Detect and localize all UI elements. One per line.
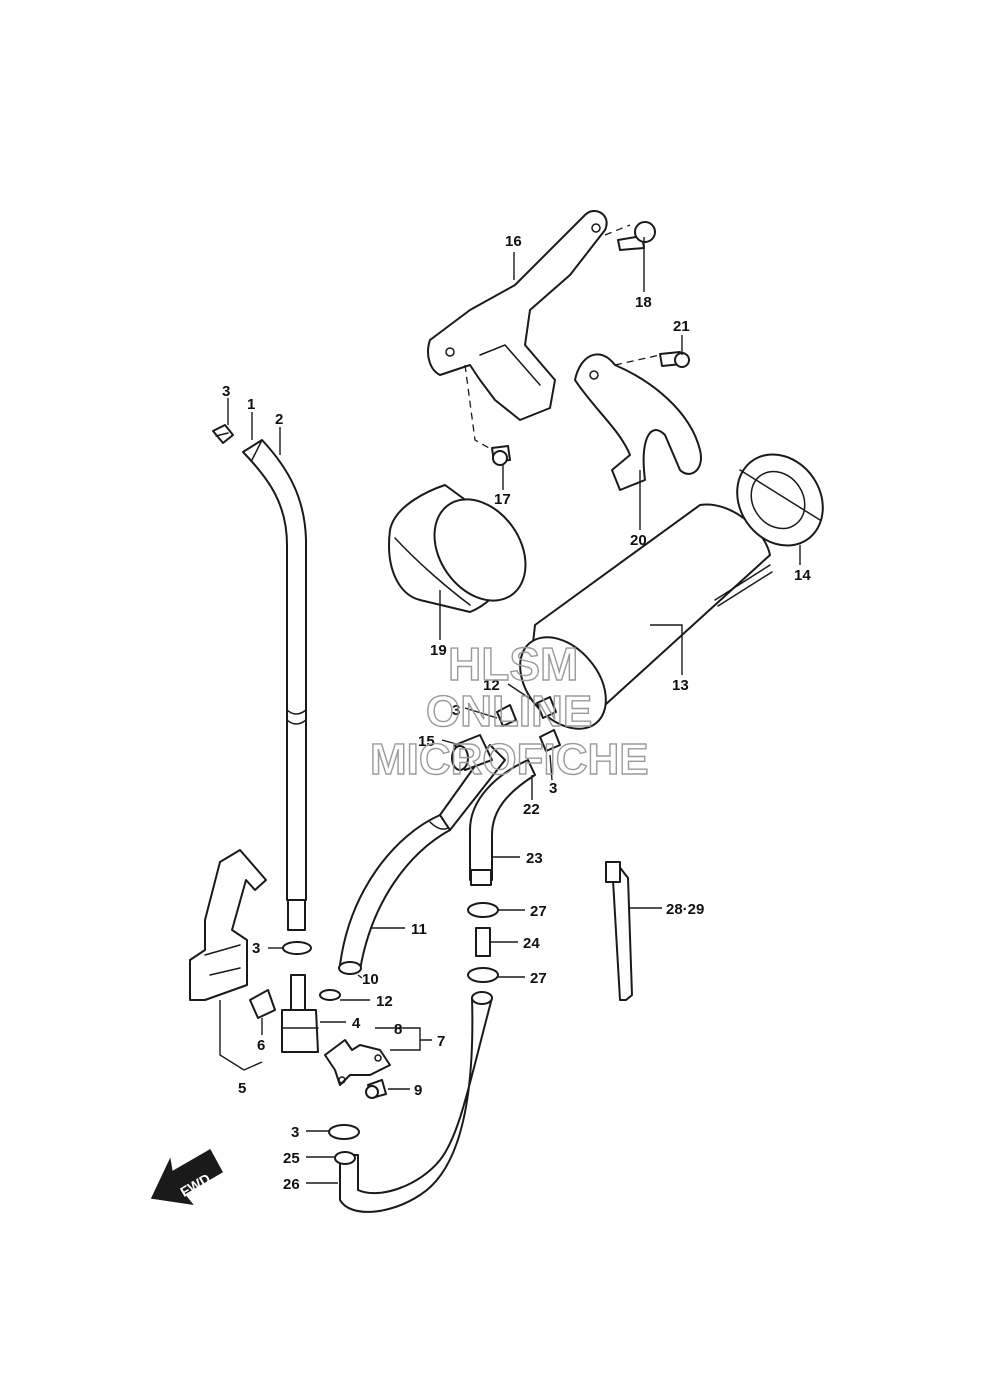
clamp-3-right bbox=[539, 729, 561, 752]
callout-3-mid: 3 bbox=[452, 702, 460, 719]
filter-4 bbox=[281, 974, 319, 1053]
hose-15 bbox=[451, 734, 493, 771]
watermark-line-1: HLSM bbox=[448, 638, 578, 690]
sleeve-19 bbox=[388, 484, 527, 613]
fitting-24 bbox=[475, 927, 491, 957]
callout-7: 7 bbox=[437, 1033, 445, 1050]
callout-10: 10 bbox=[362, 971, 379, 988]
watermark-line-3: MICROFICHE bbox=[370, 735, 649, 784]
callout-23: 23 bbox=[526, 850, 543, 867]
callout-17: 17 bbox=[494, 491, 511, 508]
bracket-16 bbox=[427, 210, 608, 421]
bolt-18 bbox=[617, 221, 656, 251]
callout-24: 24 bbox=[523, 935, 540, 952]
callout-1: 1 bbox=[247, 396, 255, 413]
clamp-near-filter bbox=[282, 941, 312, 955]
callout-3-right: 3 bbox=[549, 780, 557, 797]
callout-3: 3 bbox=[222, 383, 230, 400]
clamp-12-lower bbox=[319, 989, 341, 1001]
hose-23 bbox=[469, 759, 536, 886]
watermark-line-2: ONLINE bbox=[426, 687, 592, 736]
callout-27-lower: 27 bbox=[530, 970, 547, 987]
leader-lines bbox=[219, 237, 801, 1184]
callout-26: 26 bbox=[283, 1176, 300, 1193]
callout-22: 22 bbox=[523, 801, 540, 818]
clamp-3-bottom bbox=[328, 1124, 360, 1140]
bracket-20 bbox=[574, 353, 702, 491]
hose-long-left bbox=[242, 439, 307, 931]
callout-6: 6 bbox=[257, 1037, 265, 1054]
bracket-5 bbox=[189, 849, 267, 1001]
callout-8: 8 bbox=[394, 1021, 402, 1038]
clamp-27-upper bbox=[467, 902, 499, 918]
callout-11: 11 bbox=[411, 921, 427, 938]
bolt-17 bbox=[491, 445, 511, 466]
callout-2: 2 bbox=[275, 411, 283, 428]
callout-3-filter: 3 bbox=[252, 940, 260, 957]
clamp-top-left bbox=[212, 424, 234, 444]
bolt-21 bbox=[659, 351, 690, 368]
callout-27-upper: 27 bbox=[530, 903, 547, 920]
callout-20: 20 bbox=[630, 532, 647, 549]
callout-18: 18 bbox=[635, 294, 652, 311]
clamp-7-8 bbox=[324, 1039, 391, 1086]
clamp-27-lower bbox=[467, 967, 499, 983]
callout-3-bottom: 3 bbox=[291, 1124, 299, 1141]
callout-21: 21 bbox=[673, 318, 690, 335]
hose-11 bbox=[338, 744, 506, 975]
callout-16: 16 bbox=[505, 233, 522, 250]
callout-28-29: 28·29 bbox=[666, 901, 704, 918]
callout-9: 9 bbox=[414, 1082, 422, 1099]
callout-labels: 1 2 3 16 18 21 17 20 14 19 13 12 3 15 3 … bbox=[222, 233, 811, 1193]
cable-tie bbox=[605, 861, 633, 1001]
cap-14 bbox=[736, 453, 824, 547]
clamp-3-mid bbox=[496, 704, 517, 727]
callout-25: 25 bbox=[283, 1150, 300, 1167]
callout-13: 13 bbox=[672, 677, 689, 694]
fwd-arrow-icon: FWD bbox=[150, 1148, 224, 1206]
clip-6 bbox=[249, 989, 276, 1019]
hose-26 bbox=[334, 991, 493, 1213]
callout-12-lower: 12 bbox=[376, 993, 393, 1010]
callout-5: 5 bbox=[238, 1080, 246, 1097]
callout-19: 19 bbox=[430, 642, 447, 659]
bolt-9 bbox=[365, 1079, 387, 1099]
callout-4: 4 bbox=[352, 1015, 361, 1032]
clamp-12-upper bbox=[536, 696, 557, 719]
watermark: HLSM ONLINE MICROFICHE bbox=[369, 637, 649, 784]
callout-14: 14 bbox=[794, 567, 811, 584]
callout-12-upper: 12 bbox=[483, 677, 500, 694]
callout-15: 15 bbox=[418, 733, 435, 750]
